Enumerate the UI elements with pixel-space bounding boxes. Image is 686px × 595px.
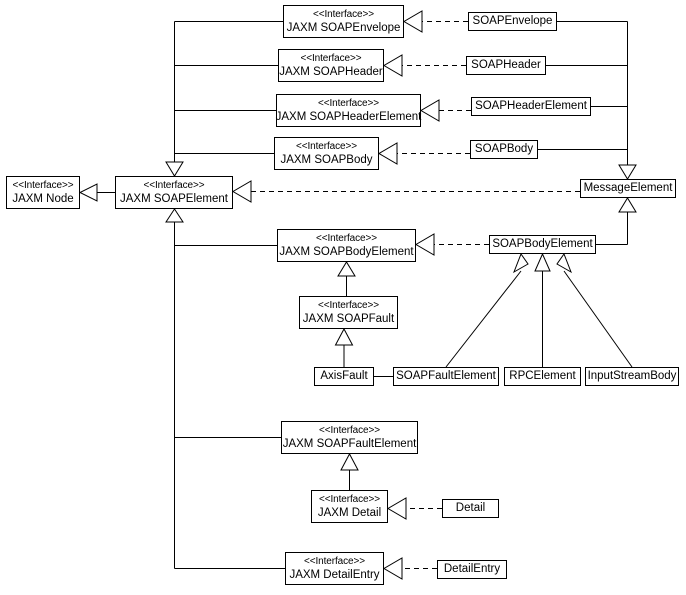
realization-group: [251, 21, 580, 569]
class-box-jaxm-node[interactable]: <<Interface>> JAXM Node: [6, 176, 80, 209]
class-box-soapbody[interactable]: SOAPBody: [470, 140, 538, 159]
stereotype-label: <<Interface>>: [318, 300, 379, 311]
stereotype-label: <<Interface>>: [316, 233, 377, 244]
stereotype-label: <<Interface>>: [319, 425, 380, 436]
class-box-soapbodyelement[interactable]: SOAPBodyElement: [489, 235, 596, 254]
edge-inputstreambody-to-soapbodyelement: [563, 270, 633, 368]
class-name: SOAPFaultElement: [396, 370, 496, 382]
stereotype-label: <<Interface>>: [319, 494, 380, 505]
class-name: JAXM SOAPBody: [280, 154, 373, 166]
generalization-arrow-soapfaultelement: [513, 252, 529, 274]
class-name: AxisFault: [320, 370, 368, 382]
class-name: JAXM Node: [12, 193, 74, 205]
class-box-soapfaultelement[interactable]: SOAPFaultElement: [393, 367, 499, 386]
class-name: JAXM Detail: [317, 507, 382, 519]
class-name: SOAPHeaderElement: [475, 100, 587, 112]
generalization-top-group: [174, 21, 283, 162]
class-name: JAXM SOAPBodyElement: [279, 246, 414, 258]
right-spine-group: [538, 21, 628, 165]
class-box-soapenvelope[interactable]: SOAPEnvelope: [468, 12, 557, 31]
class-name: JAXM SOAPHeaderElement: [275, 111, 422, 123]
class-box-jaxm-soapbody[interactable]: <<Interface>> JAXM SOAPBody: [274, 137, 379, 170]
class-box-jaxm-soapheaderelement[interactable]: <<Interface>> JAXM SOAPHeaderElement: [276, 94, 421, 127]
generalization-arrow-into-soapfault: [334, 327, 354, 346]
class-name: DetailEntry: [443, 563, 501, 575]
class-box-soapheader[interactable]: SOAPHeader: [466, 56, 546, 75]
stereotype-label: <<Interface>>: [12, 180, 74, 191]
generalization-bottom-group: [174, 222, 285, 569]
generalization-arrow-into-soapelement-bottom: [165, 208, 184, 223]
stereotype-label: <<Interface>>: [300, 53, 362, 64]
class-name: JAXM SOAPElement: [119, 193, 228, 205]
realization-arrowheads: [232, 10, 440, 580]
class-name: JAXM SOAPFaultElement: [282, 438, 417, 450]
class-box-jaxm-soapbodyelement[interactable]: <<Interface>> JAXM SOAPBodyElement: [277, 229, 416, 262]
class-name: SOAPBody: [474, 143, 534, 155]
class-name: JAXM DetailEntry: [289, 569, 380, 581]
generalization-arrow-into-node: [78, 183, 98, 202]
class-name: SOAPBodyElement: [492, 238, 593, 250]
stereotype-label: <<Interface>>: [318, 98, 379, 109]
class-name: JAXM SOAPEnvelope: [286, 22, 401, 34]
class-box-jaxm-soapfaultelement[interactable]: <<Interface>> JAXM SOAPFaultElement: [281, 421, 418, 454]
stereotype-label: <<Interface>>: [296, 141, 357, 152]
realization-arrow-jaxm-soapelement: [232, 180, 252, 203]
class-box-inputstreambody[interactable]: InputStreamBody: [585, 367, 679, 386]
stereotype-label: <<Interface>>: [143, 180, 205, 191]
class-box-messageelement[interactable]: MessageElement: [580, 179, 676, 198]
realization-arrow-jaxm-detailentry: [383, 557, 403, 580]
class-name: Detail: [455, 502, 486, 514]
class-box-detailentry[interactable]: DetailEntry: [437, 560, 507, 579]
realization-arrow-jaxm-soapbody: [378, 142, 398, 165]
class-name: RPCElement: [509, 370, 576, 382]
generalization-arrow-into-soapbodyelement-iface: [337, 261, 356, 277]
class-name: InputStreamBody: [587, 370, 677, 382]
generalization-arrow-inputstreambody: [556, 252, 572, 274]
class-name: SOAPHeader: [471, 59, 541, 71]
generalization-arrow-into-soapfaultelement: [340, 452, 359, 471]
realization-arrow-jaxm-soapbodyelem: [415, 233, 435, 256]
realization-arrow-jaxm-soapheader: [383, 54, 403, 77]
class-box-jaxm-soapenvelope[interactable]: <<Interface>> JAXM SOAPEnvelope: [283, 5, 404, 38]
realization-arrow-jaxm-detail: [387, 497, 407, 520]
class-box-jaxm-soapfault[interactable]: <<Interface>> JAXM SOAPFault: [299, 296, 398, 329]
class-name: MessageElement: [583, 182, 673, 194]
class-box-jaxm-soapheader[interactable]: <<Interface>> JAXM SOAPHeader: [278, 49, 384, 82]
class-name: SOAPEnvelope: [472, 15, 553, 27]
soapbodyelement-children-group: [445, 270, 633, 368]
class-box-detail[interactable]: Detail: [442, 499, 499, 518]
class-name: JAXM SOAPHeader: [279, 66, 383, 78]
class-box-jaxm-detailentry[interactable]: <<Interface>> JAXM DetailEntry: [285, 552, 384, 585]
class-name: JAXM SOAPFault: [302, 313, 395, 325]
generalization-arrow-rpcelement: [534, 252, 551, 272]
realization-arrow-jaxm-soapenvelope: [403, 10, 423, 33]
class-box-axisfault[interactable]: AxisFault: [314, 367, 374, 386]
edge-soapfaultelement-to-soapbodyelement: [445, 270, 522, 368]
edge-soapbodyelement-to-messageelement: [596, 212, 628, 245]
realization-arrow-jaxm-soapheaderelem: [420, 99, 440, 122]
class-box-rpcelement[interactable]: RPCElement: [504, 367, 581, 386]
stereotype-label: <<Interface>>: [304, 556, 365, 567]
class-box-jaxm-soapelement[interactable]: <<Interface>> JAXM SOAPElement: [115, 176, 233, 209]
class-box-soapheaderelement[interactable]: SOAPHeaderElement: [471, 97, 591, 116]
generalization-arrow-into-soapelement-top: [165, 161, 184, 177]
stereotype-label: <<Interface>>: [313, 9, 374, 20]
generalization-arrow-into-messageelement-top: [618, 164, 637, 180]
generalization-arrow-into-messageelement-bottom: [618, 197, 637, 213]
class-box-jaxm-detail[interactable]: <<Interface>> JAXM Detail: [311, 490, 388, 523]
